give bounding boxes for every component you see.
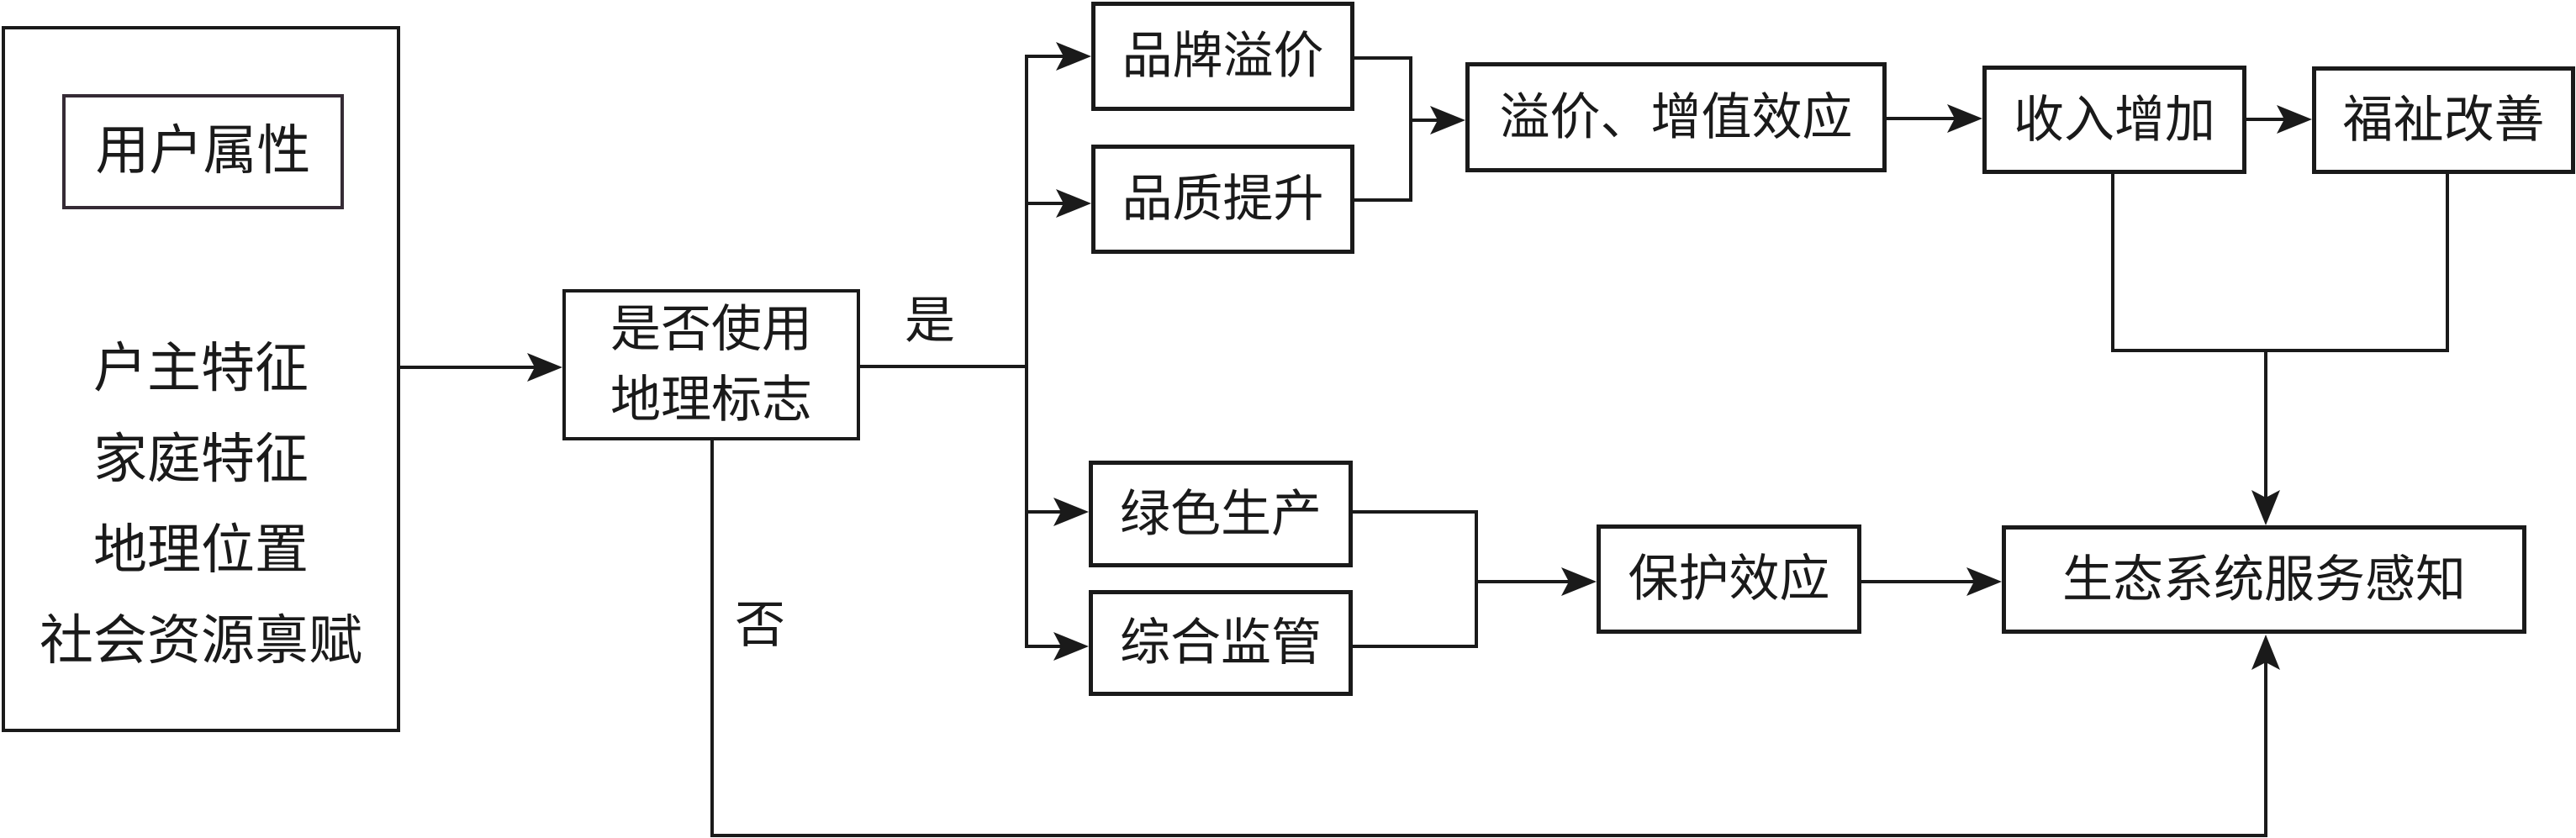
edge-green-supervision-to-protection [1351, 510, 1597, 648]
node-label: 福祉改善 [2342, 91, 2545, 150]
node-welfare-improvement: 福祉改善 [2312, 66, 2575, 174]
edge-decision-no-to-ecosystem [710, 439, 2280, 837]
edge-income-to-welfare [2245, 105, 2312, 134]
node-label: 品质提升 [1122, 170, 1324, 229]
node-label: 溢价、增值效应 [1499, 87, 1853, 147]
node-label: 综合监管 [1120, 614, 1322, 672]
attribute-item: 社会资源禀赋 [40, 610, 362, 672]
arrowhead-icon [1056, 42, 1091, 71]
arrowhead-icon [1053, 498, 1089, 526]
node-integrated-supervision: 综合监管 [1089, 590, 1353, 696]
node-label: 收入增加 [2014, 90, 2215, 150]
node-quality-upgrade: 品质提升 [1091, 145, 1354, 254]
node-ecosystem-service-perception: 生态系统服务感知 [2002, 525, 2526, 634]
user-attributes-panel: 用户属性 户主特征 家庭特征 地理位置 社会资源禀赋 [2, 26, 400, 732]
node-label: 绿色生产 [1120, 484, 1322, 544]
arrowhead-icon [1947, 104, 1982, 133]
arrowhead-icon [1056, 189, 1091, 218]
node-brand-premium: 品牌溢价 [1091, 2, 1354, 111]
arrowhead-icon [2251, 635, 2280, 670]
node-label: 生态系统服务感知 [2062, 550, 2466, 609]
attribute-item: 地理位置 [93, 519, 309, 582]
edge-trunk-to-supervision [1025, 632, 1089, 661]
branch-label-yes: 是 [905, 292, 955, 350]
arrowhead-icon [1053, 632, 1089, 661]
user-attributes-title-text: 用户属性 [95, 120, 311, 183]
arrowhead-icon [527, 353, 562, 382]
edge-trunk-to-quality [1025, 189, 1091, 218]
edge-protection-to-ecosystem [1860, 567, 2002, 596]
node-income-increase: 收入增加 [1982, 66, 2246, 174]
edge-trunk-to-brand [1025, 42, 1091, 71]
node-label: 品牌溢价 [1122, 27, 1324, 86]
node-protection-effect: 保护效应 [1597, 524, 1861, 634]
node-label: 保护效应 [1628, 550, 1830, 609]
decision-line-2: 地理标志 [610, 371, 812, 430]
decision-line-1: 是否使用 [610, 300, 812, 359]
arrowhead-icon [2251, 490, 2280, 525]
node-premium-value-effect: 溢价、增值效应 [1465, 62, 1887, 172]
edge-income-welfare-to-ecosystem [2111, 172, 2449, 525]
arrowhead-icon [1430, 106, 1465, 134]
node-green-production: 绿色生产 [1089, 461, 1353, 567]
edge-trunk-to-green [1025, 498, 1089, 526]
branch-label-no: 否 [735, 596, 785, 655]
edge-attributes-to-decision [399, 353, 562, 382]
edge-premium-to-income [1885, 104, 1982, 133]
decision-node-use-geographical-indication: 是否使用 地理标志 [562, 289, 860, 440]
arrowhead-icon [1561, 567, 1597, 596]
edge-decision-yes-trunk [858, 55, 1028, 648]
user-attributes-title: 用户属性 [62, 94, 344, 209]
attribute-item: 家庭特征 [93, 429, 309, 491]
arrowhead-icon [2277, 105, 2312, 134]
attribute-item: 户主特征 [93, 338, 309, 400]
user-attributes-list: 户主特征 家庭特征 地理位置 社会资源禀赋 [5, 324, 397, 687]
arrowhead-icon [1966, 567, 2002, 596]
edge-brand-quality-to-premium [1353, 56, 1465, 202]
